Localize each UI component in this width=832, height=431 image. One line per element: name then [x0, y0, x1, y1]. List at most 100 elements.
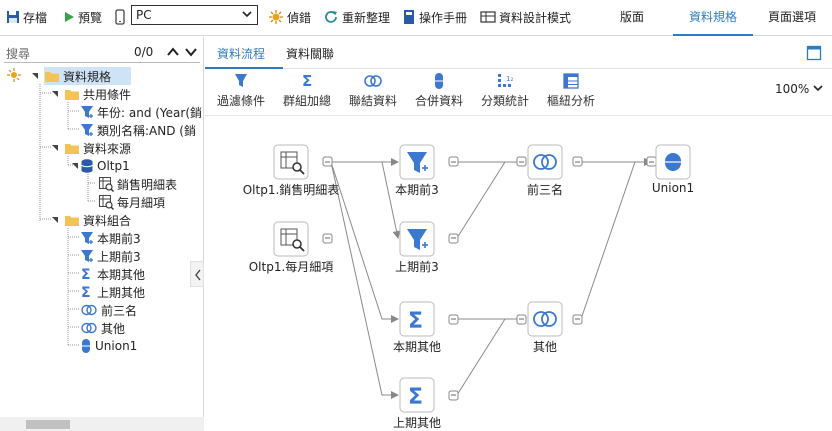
- search-count: 0/0: [134, 45, 154, 59]
- filter-icon: [235, 74, 247, 87]
- node-label-last-other[interactable]: 上期其他: [392, 416, 441, 430]
- tree-node[interactable]: 資料來源: [64, 139, 131, 157]
- filter-icon: [81, 250, 93, 262]
- tree-node[interactable]: 資料規格: [44, 67, 132, 85]
- root-bug-icon: [7, 68, 21, 82]
- horizontal-scrollbar[interactable]: [0, 417, 204, 431]
- zoom-select[interactable]: 100%: [775, 82, 823, 96]
- edge-other-union: [580, 158, 652, 320]
- pivot-op-label: 樞紐分析: [547, 94, 596, 108]
- main-tabs: 資料流程 資料關聯: [205, 37, 832, 69]
- tab-layout[interactable]: 版面: [619, 10, 644, 24]
- book-icon: [404, 10, 414, 24]
- tree-node[interactable]: 上期前3: [80, 247, 141, 265]
- filter-icon: [81, 232, 93, 244]
- mobile-device-icon: [115, 9, 125, 25]
- join-op-button[interactable]: 聯結資料: [349, 72, 397, 109]
- floppy-icon: [7, 11, 19, 23]
- manual-button[interactable]: 操作手冊: [402, 7, 467, 27]
- collapse-panel-button[interactable]: [190, 261, 204, 287]
- tree-node[interactable]: 其他: [80, 319, 125, 337]
- search-input[interactable]: 搜尋: [6, 47, 31, 61]
- filter-icon: [81, 124, 93, 136]
- filter-op-button[interactable]: 過濾條件: [217, 72, 265, 109]
- device-select[interactable]: PC: [131, 5, 258, 25]
- join-icon: [81, 304, 97, 316]
- reorganize-button[interactable]: 重新整理: [323, 7, 390, 27]
- zoom-value: 100%: [775, 82, 810, 96]
- save-button[interactable]: 存檔: [6, 7, 47, 27]
- node-top3-box: [527, 144, 563, 180]
- tree-node-label: 資料規格: [63, 69, 112, 84]
- preview-button[interactable]: 預覽: [63, 7, 102, 27]
- node-other-box: [527, 301, 563, 337]
- node-label-this-other[interactable]: 本期其他: [392, 340, 441, 354]
- tab-data-relation[interactable]: 資料關聯: [286, 47, 335, 61]
- tree-node[interactable]: 本期前3: [80, 229, 141, 247]
- design-mode-button[interactable]: 資料設計模式: [480, 7, 571, 27]
- tree-node[interactable]: 年份: and (Year(銷: [80, 103, 202, 121]
- tree-node[interactable]: 銷售明細表: [98, 175, 177, 193]
- tab-data-spec[interactable]: 資料規格: [673, 0, 753, 36]
- tree-node[interactable]: Oltp1: [80, 157, 130, 175]
- chevron-down-icon: [242, 11, 252, 18]
- node-label-src1[interactable]: Oltp1.銷售明細表: [242, 183, 340, 197]
- preview-label: 預覽: [78, 10, 103, 25]
- group-sum-op-button[interactable]: Σ 群組加總: [283, 72, 331, 109]
- category-stat-op-label: 分類統計: [481, 94, 530, 108]
- reorganize-label: 重新整理: [342, 10, 391, 25]
- tree-node[interactable]: 每月細項: [98, 193, 165, 211]
- svg-text:Σ: Σ: [408, 385, 423, 410]
- category-stat-op-button[interactable]: 1₂ 分類統計: [481, 72, 529, 109]
- node-label-src2[interactable]: Oltp1.每月細項: [248, 260, 334, 274]
- tree-node[interactable]: Union1: [80, 337, 137, 355]
- union-op-button[interactable]: 合併資料: [415, 72, 463, 109]
- tree-node-label: 年份: and (Year(銷: [97, 105, 203, 120]
- sigma-icon: Σ: [302, 72, 312, 90]
- tree-lines: [32, 73, 96, 346]
- search-box[interactable]: 搜尋 0/0: [4, 43, 200, 63]
- tree-node[interactable]: 前三名: [80, 301, 137, 319]
- folder-icon: [45, 72, 59, 82]
- join-op-label: 聯結資料: [349, 94, 398, 108]
- left-panel: 搜尋 0/0: [0, 37, 204, 431]
- tree-node[interactable]: 類別名稱:AND (銷: [80, 121, 196, 139]
- tree-node-label: Union1: [95, 339, 138, 353]
- edge-src1-this-other: [330, 161, 399, 323]
- chevron-down-icon[interactable]: [184, 46, 198, 58]
- node-label-last-top3[interactable]: 上期前3: [395, 260, 439, 274]
- node-label-this-top3[interactable]: 本期前3: [395, 183, 439, 197]
- tab-data-flow[interactable]: 資料流程: [217, 47, 266, 61]
- sigma-icon: Σ: [81, 285, 91, 300]
- connector-ports: [322, 156, 657, 401]
- folder-icon: [65, 144, 79, 154]
- tree-node[interactable]: 共用條件: [64, 85, 131, 103]
- panel-toggle-icon[interactable]: [806, 45, 822, 61]
- scrollbar-thumb[interactable]: [26, 420, 70, 429]
- play-icon: [65, 12, 74, 22]
- tree-node-label: 共用條件: [83, 87, 132, 102]
- svg-text:Σ: Σ: [81, 285, 91, 300]
- refresh-icon: [325, 11, 337, 23]
- main-area: 資料流程 資料關聯 過濾條件 Σ 群組加總 聯結資料 合併資料 1₂ 分類統計 …: [205, 37, 832, 431]
- table-icon: [99, 195, 114, 210]
- node-label-top3[interactable]: 前三名: [526, 183, 563, 197]
- tab-page-options[interactable]: 頁面選項: [767, 10, 816, 24]
- pivot-op-button[interactable]: 樞紐分析: [547, 72, 595, 109]
- pivot-table-icon: [563, 73, 579, 89]
- node-this-top3-box: [399, 144, 435, 180]
- chevron-down-icon: [813, 85, 823, 92]
- node-label-union[interactable]: Union1: [651, 181, 695, 195]
- tree-node-label: 銷售明細表: [117, 177, 178, 192]
- chevron-up-icon[interactable]: [166, 46, 180, 58]
- tree-node[interactable]: 資料組合: [64, 211, 131, 229]
- flow-diagram: Σ Σ: [273, 144, 691, 413]
- filter-op-label: 過濾條件: [217, 94, 266, 108]
- edge-last-top3-top3: [456, 158, 526, 239]
- debug-button[interactable]: 偵錯: [268, 7, 311, 27]
- device-icon-button[interactable]: [114, 7, 129, 27]
- node-label-other[interactable]: 其他: [532, 340, 557, 354]
- join-icon: [364, 75, 382, 87]
